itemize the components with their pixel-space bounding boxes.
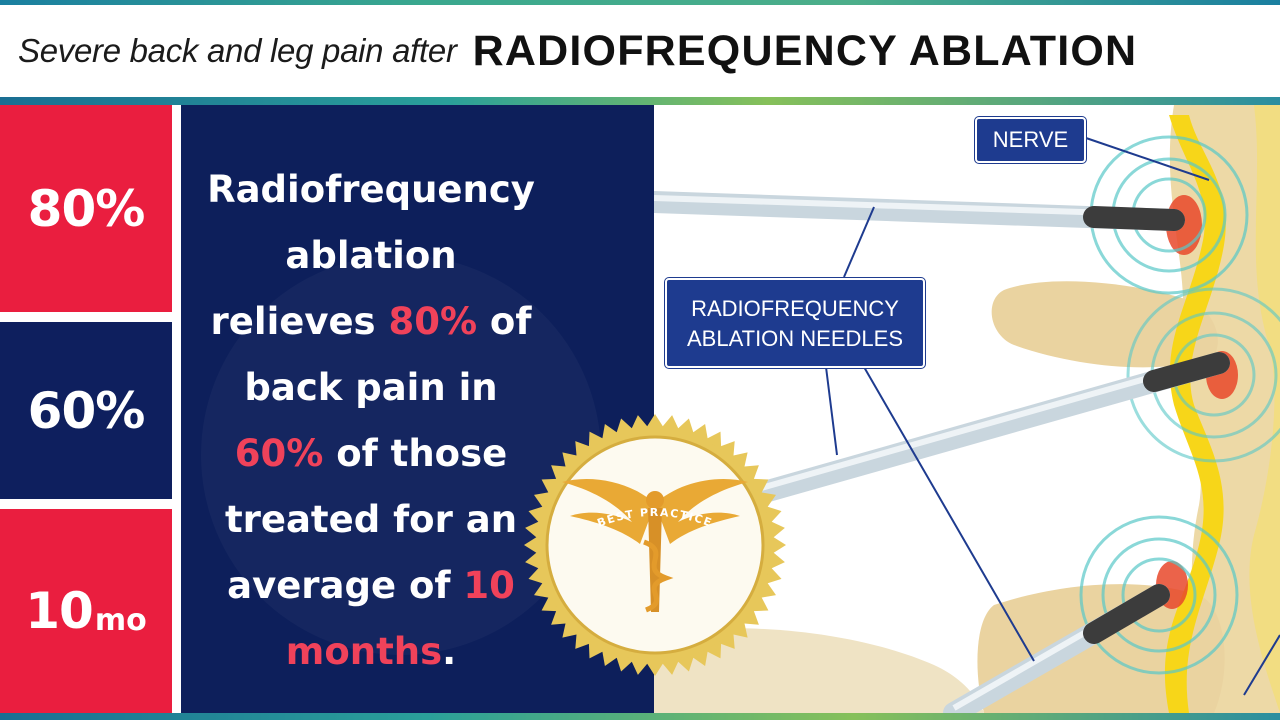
best-practice-badge: BEST PRACTICE [522, 412, 788, 678]
stat-tile-patients: 60% [0, 322, 172, 499]
nerve-label: NERVE [975, 117, 1086, 163]
text-line: average of 10 [227, 564, 515, 607]
badge-svg: BEST PRACTICE [524, 414, 786, 676]
text-line: 60% of those [234, 432, 508, 475]
bone-lower-left [654, 628, 984, 713]
leader-lines [825, 137, 1280, 696]
stat-divider [0, 499, 172, 509]
column-gap [172, 105, 181, 713]
stat-tile-duration: 10 mo [0, 509, 172, 713]
needles-label: RADIOFREQUENCY ABLATION NEEDLES [665, 278, 925, 368]
nerve-branch [1249, 105, 1280, 713]
text-line: back pain in [244, 366, 498, 409]
stat-value: 10 [25, 582, 94, 640]
highlight-relief: 80% [388, 300, 478, 343]
caduceus-snake [643, 539, 674, 613]
bottom-accent-strip [0, 713, 1280, 720]
stat-value: 80% [27, 179, 146, 238]
needle-upper [654, 191, 1185, 231]
text-line: ablation [285, 234, 457, 277]
text-line: relieves 80% of [210, 300, 532, 343]
needles-label-line: RADIOFREQUENCY [691, 296, 899, 321]
text-line: Radiofrequency [207, 168, 535, 211]
spine-illustration [654, 105, 1280, 713]
highlight-months: months [285, 630, 443, 673]
stat-value: 60% [27, 381, 146, 440]
text-line: months. [285, 630, 457, 673]
description-text: Radiofrequency ablation relieves 80% of … [181, 157, 561, 685]
stat-tile-relief: 80% [0, 105, 172, 312]
phoenix-wing-left [562, 478, 655, 544]
nerve-root [1164, 115, 1226, 713]
transverse-process-upper [991, 281, 1218, 368]
top-accent-strip [0, 0, 1280, 5]
phoenix-wing-right [655, 478, 748, 544]
needle-lower [943, 584, 1170, 713]
needles-label-line: ABLATION NEEDLES [687, 326, 903, 351]
title-bar: Severe back and leg pain after RADIOFREQ… [0, 5, 1280, 97]
highlight-patients: 60% [234, 432, 324, 475]
title-strong: RADIOFREQUENCY ABLATION [472, 26, 1138, 75]
stat-column: 80% 60% 10 mo [0, 105, 172, 713]
energy-rings-lower [1079, 515, 1239, 675]
stat-unit: mo [94, 603, 147, 638]
stat-divider [0, 312, 172, 322]
highlight-duration: 10 [463, 564, 515, 607]
needle-middle [743, 352, 1230, 506]
title-lead: Severe back and leg pain after [18, 32, 457, 69]
phoenix-head [646, 491, 664, 509]
header-separator [0, 97, 1280, 105]
spine-illustration-svg [654, 105, 1280, 713]
text-line: treated for an [224, 498, 518, 541]
